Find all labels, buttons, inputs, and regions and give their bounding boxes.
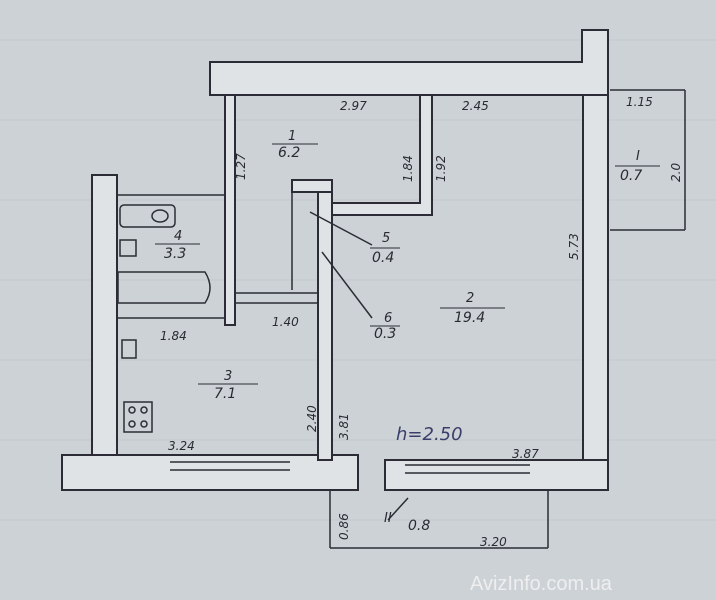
dimension-labels: 2.97 2.45 1.27 1.84 1.92 1.84 1.40 3.24 … (160, 95, 683, 549)
room-2-area: 19.4 (454, 310, 485, 326)
dim-closet-left: 1.84 (401, 155, 415, 182)
kitchen-sink-icon (121, 339, 137, 359)
room-3-area: 7.1 (214, 386, 236, 402)
bottom-wall-right (384, 459, 609, 491)
interior-lines (117, 89, 686, 549)
watermark: AvizInfo.com.ua (470, 573, 613, 595)
balcony-1-number: I (636, 149, 640, 164)
room-1-area: 6.2 (278, 145, 300, 161)
burner-icon (140, 420, 148, 428)
room-6-number: 6 (384, 311, 392, 326)
dim-top-left: 2.97 (340, 99, 367, 113)
toilet-icon (119, 239, 137, 257)
dim-balcony-1-depth: 2.0 (669, 163, 683, 182)
sink-basin-icon (151, 209, 169, 223)
hall-partition (224, 94, 236, 326)
dim-balcony-2-width: 3.20 (480, 535, 507, 549)
dim-room-bottom: 3.87 (512, 447, 539, 461)
dim-kitchen-right: 2.40 (305, 405, 319, 432)
dim-hall-left: 1.27 (234, 153, 248, 180)
dim-room-right: 5.73 (567, 233, 581, 260)
dim-hall-bottom: 1.40 (272, 315, 299, 329)
dim-kitchen-bottom: 3.24 (168, 439, 195, 453)
closet-wall (331, 94, 433, 216)
dim-bath-bottom: 1.84 (160, 329, 187, 343)
top-wall (209, 29, 609, 96)
bottom-wall-left (61, 454, 359, 491)
partition-cap (291, 179, 333, 193)
dim-closet-right: 1.92 (434, 155, 448, 182)
burner-icon (128, 420, 136, 428)
room-5-number: 5 (382, 231, 390, 246)
left-wall (91, 174, 118, 456)
burner-icon (128, 406, 136, 414)
dim-balcony-1-width: 1.15 (626, 95, 653, 109)
right-wall (582, 94, 609, 491)
stove-icon (123, 401, 153, 433)
dim-top-right: 2.45 (462, 99, 489, 113)
burner-icon (140, 406, 148, 414)
room-3-number: 3 (224, 369, 232, 384)
bathtub-icon (117, 271, 211, 304)
room-4-area: 3.3 (164, 246, 186, 262)
room-5-area: 0.4 (372, 250, 394, 266)
room-labels: 1 6.2 2 19.4 3 7.1 4 3.3 5 0.4 6 0.3 I 0… (155, 129, 660, 534)
dim-room-left: 3.81 (337, 413, 351, 440)
balcony-2-number: II (384, 511, 392, 526)
walls (61, 29, 609, 491)
room-2-number: 2 (466, 291, 474, 306)
balcony-1-area: 0.7 (620, 168, 642, 184)
room-1-number: 1 (288, 129, 296, 144)
fixtures (117, 204, 211, 433)
sink-icon (119, 204, 176, 228)
room-6-area: 0.3 (374, 326, 396, 342)
dim-balcony-2-depth: 0.86 (337, 513, 351, 540)
room-4-number: 4 (174, 229, 182, 244)
balcony-2-area: 0.8 (408, 518, 430, 534)
ceiling-height-label: h=2.50 (396, 424, 463, 445)
